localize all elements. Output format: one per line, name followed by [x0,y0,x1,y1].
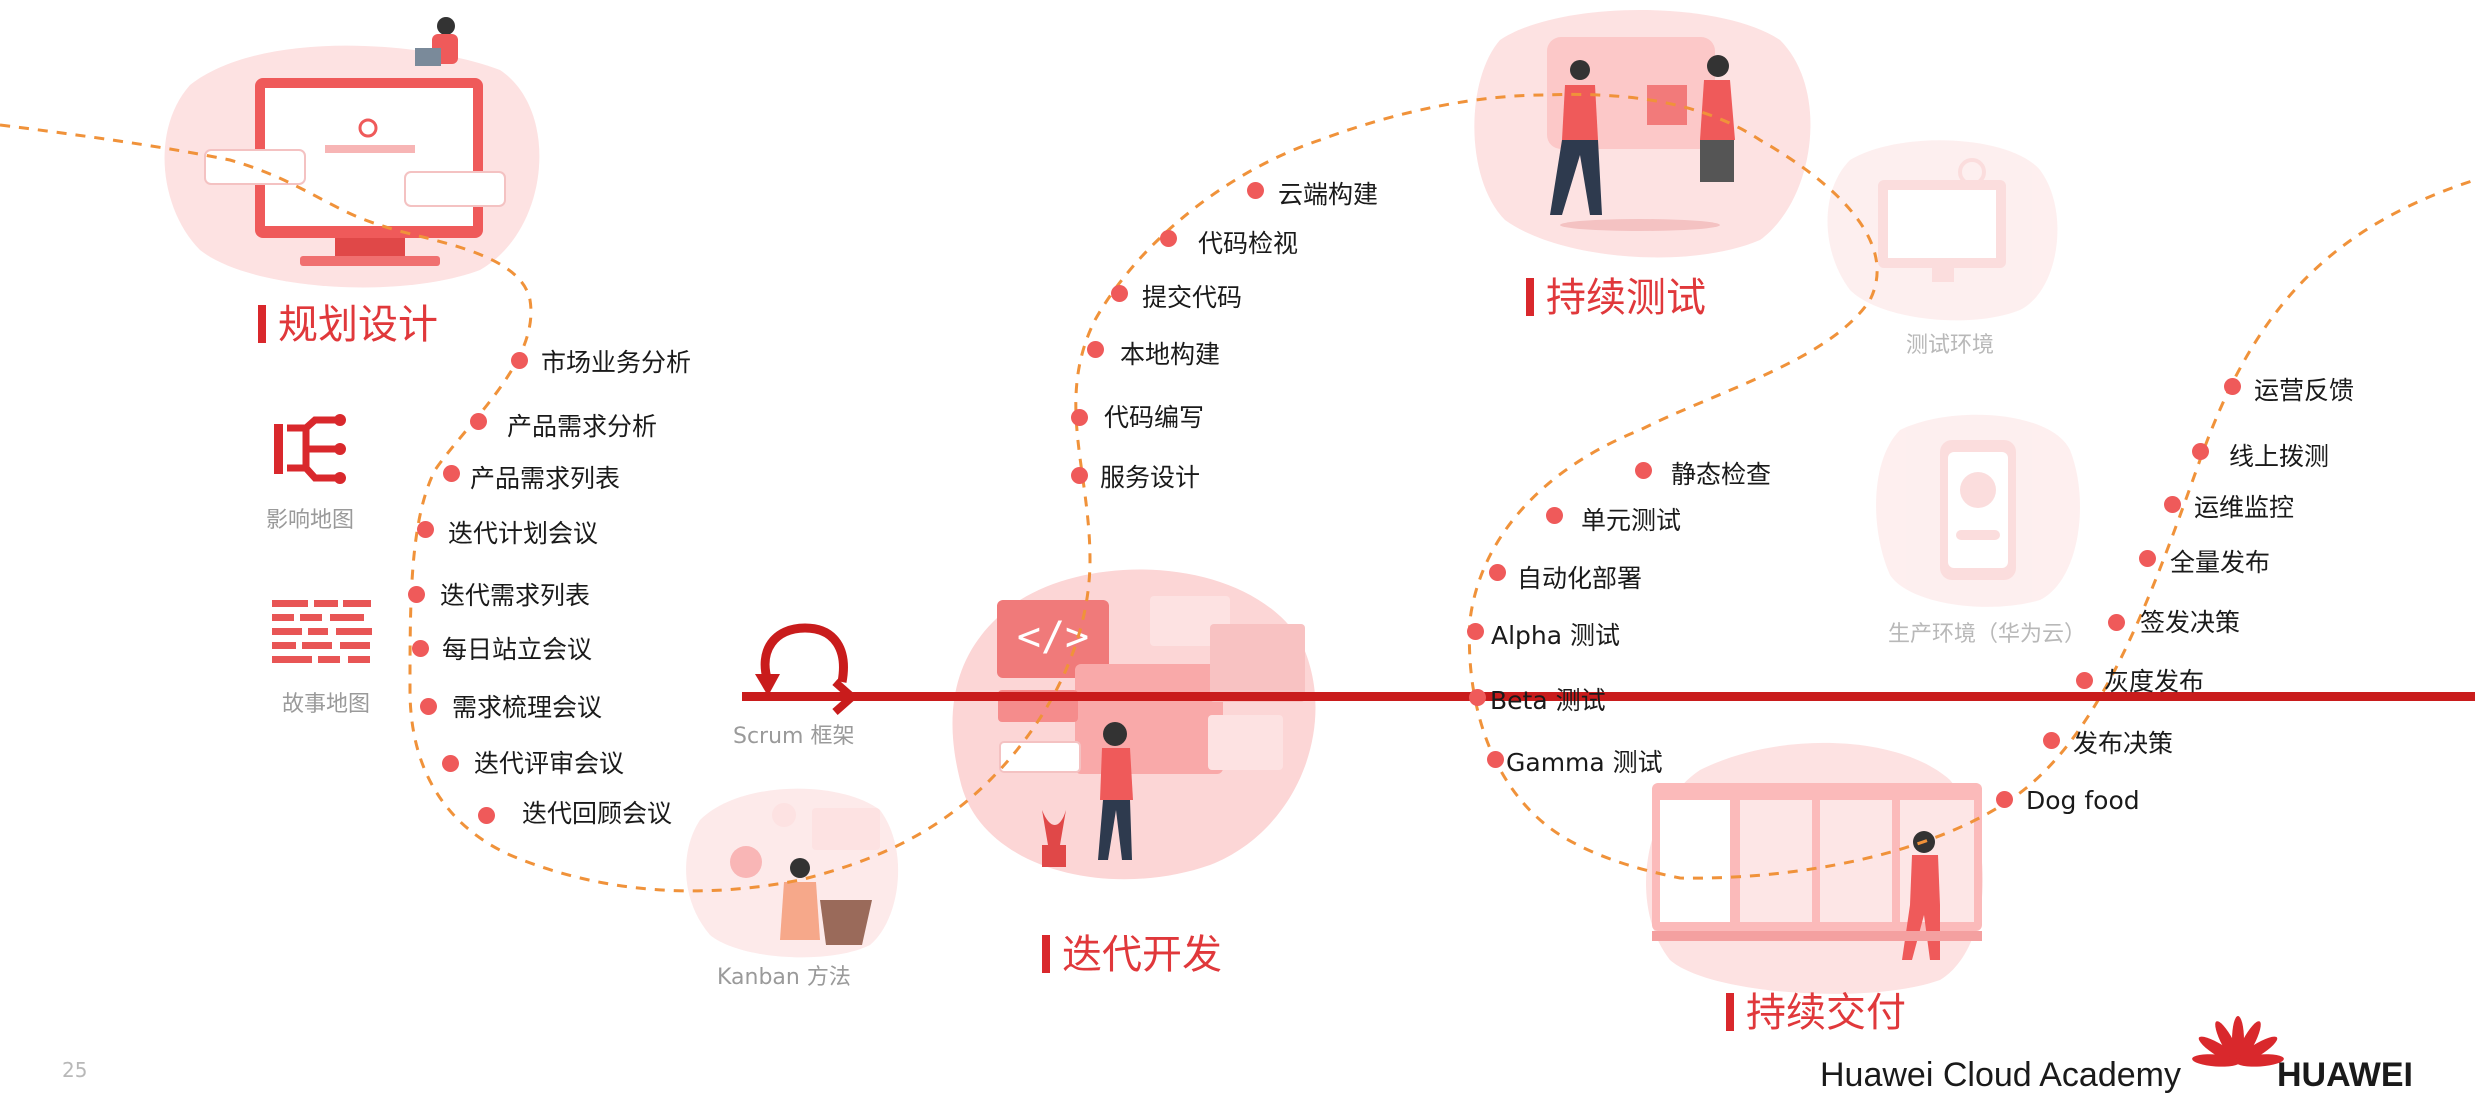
milestone-dot [1546,507,1563,524]
milestone-dot [1469,689,1486,706]
huawei-wordmark: HUAWEI [2277,1056,2413,1094]
cycle-arrow-icon [755,623,859,715]
milestone-dot [1487,751,1504,768]
milestone-dot [1071,467,1088,484]
planning-item: 产品需求列表 [470,464,621,493]
milestone-dot [1111,285,1128,302]
milestone-dot [2192,443,2209,460]
delivery-illustration [1646,742,1983,994]
test-env-label: 测试环境 [1906,333,1995,358]
test-item: Beta 测试 [1490,686,1606,715]
grid-list-icon [272,600,372,663]
test-item: Alpha 测试 [1491,621,1621,650]
milestone-dot [417,521,434,538]
test-item: 单元测试 [1581,506,1682,535]
delivery-item: 签发决策 [2140,608,2241,637]
planning-item: 需求梳理会议 [452,693,603,722]
milestone-dot [2164,496,2181,513]
planning-item: 产品需求分析 [507,412,658,441]
milestone-dot [443,465,460,482]
dev-item: 云端构建 [1278,180,1379,209]
stage-title-testing: 持续测试 [1526,278,1706,318]
planning-illustration [164,17,540,288]
hierarchy-icon [274,414,346,484]
planning-item: 每日站立会议 [442,635,593,664]
delivery-item: 运维监控 [2194,493,2295,522]
academy-wordmark: Huawei Cloud Academy [1820,1056,2181,1094]
milestone-dot [2224,378,2241,395]
test-item: 自动化部署 [1517,564,1643,593]
test-item: 静态检查 [1671,460,1772,489]
planning-item: 迭代计划会议 [448,519,599,548]
milestone-dot [412,640,429,657]
planning-item: 迭代需求列表 [440,581,591,610]
milestone-dot [2108,614,2125,631]
milestone-dot [1489,564,1506,581]
stage-title-delivery: 持续交付 [1726,993,1906,1033]
milestone-dot [2043,732,2060,749]
dev-item: 代码编写 [1104,403,1205,432]
milestone-dot [478,807,495,824]
delivery-item: Dog food [2026,786,2140,815]
delivery-item: 运营反馈 [2254,376,2355,405]
testing-illustration [1474,10,1811,258]
planning-item: 迭代回顾会议 [522,799,673,828]
milestone-dot [442,755,459,772]
timeline-bar [742,692,2475,701]
milestone-dot [1160,230,1177,247]
milestone-dot [511,352,528,369]
milestone-dot [1247,182,1264,199]
delivery-item: 全量发布 [2170,548,2271,577]
milestone-dot [1071,409,1088,426]
planning-item: 市场业务分析 [541,348,692,377]
impact-map-label: 影响地图 [266,508,355,533]
stage-title-planning: 规划设计 [258,305,438,345]
story-map-label: 故事地图 [282,692,371,717]
huawei-petal-logo-icon [2192,1016,2284,1067]
milestone-dot [2076,672,2093,689]
delivery-item: 灰度发布 [2104,667,2205,696]
dev-item: 代码检视 [1198,229,1299,258]
stage-title-dev: 迭代开发 [1042,935,1222,975]
dev-item: 服务设计 [1100,463,1201,492]
kanban-illustration [686,788,899,958]
delivery-item: 线上拨测 [2229,442,2330,471]
scrum-label: Scrum 框架 [733,724,855,749]
milestone-dot [470,413,487,430]
milestone-dot [420,698,437,715]
test-item: Gamma 测试 [1506,748,1663,777]
milestone-dot [408,586,425,603]
milestone-dot [1087,341,1104,358]
prod-env-label: 生产环境（华为云） [1888,622,2087,647]
kanban-label: Kanban 方法 [717,965,851,990]
milestone-dot [1635,462,1652,479]
dev-item: 提交代码 [1142,283,1243,312]
prod-env-illustration [1876,414,2080,607]
planning-item: 迭代评审会议 [474,749,625,778]
dev-item: 本地构建 [1120,340,1221,369]
page-number: 25 [62,1058,88,1082]
milestone-dot [1996,791,2013,808]
delivery-item: 发布决策 [2073,729,2174,758]
milestone-dot [2139,550,2156,567]
milestone-dot [1467,623,1484,640]
journey-path [0,92,2475,893]
test-env-illustration [1827,140,2058,321]
dev-illustration: </> [952,569,1316,880]
